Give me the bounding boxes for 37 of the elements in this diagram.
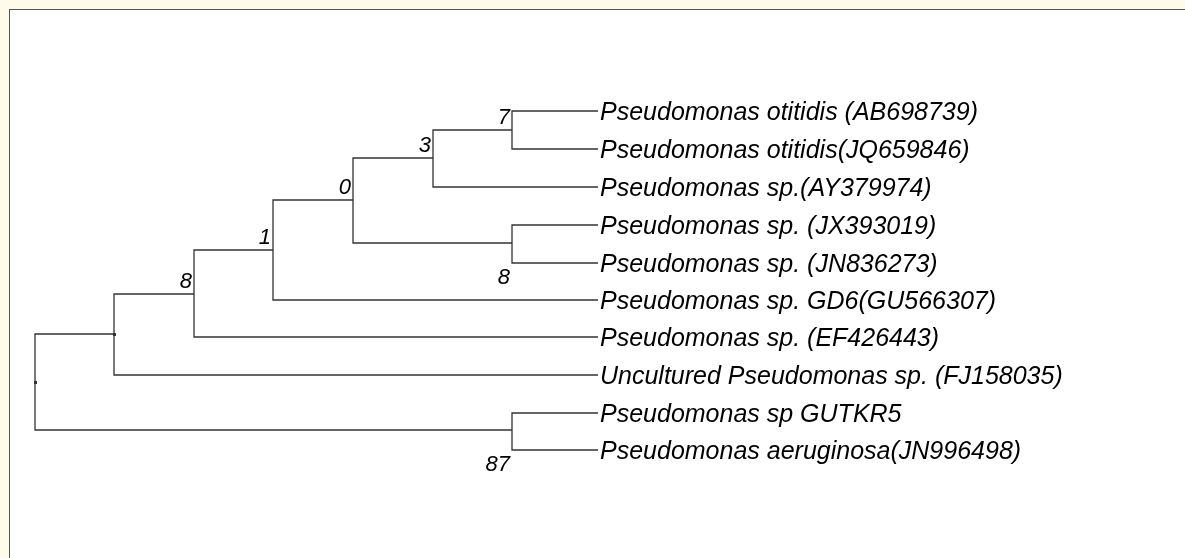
bootstrap-value: 7 bbox=[497, 105, 510, 129]
taxon-label: Pseudomonas sp.(AY379974) bbox=[600, 172, 932, 202]
tree-branch bbox=[511, 242, 599, 264]
taxon-label: Pseudomonas sp. (JN836273) bbox=[600, 248, 938, 278]
taxon-label: Pseudomonas otitidis (AB698739) bbox=[600, 96, 978, 126]
bootstrap-value: 0 bbox=[338, 175, 351, 199]
branch-point bbox=[113, 333, 116, 336]
tree-branch bbox=[272, 249, 599, 301]
bootstrap-value: 8 bbox=[179, 269, 192, 293]
tree-branch bbox=[113, 293, 195, 335]
tree-branch bbox=[193, 249, 274, 295]
taxon-label: Pseudomonas sp. (EF426443) bbox=[600, 322, 940, 352]
bootstrap-value: 1 bbox=[258, 225, 271, 249]
tree-branch bbox=[193, 293, 599, 338]
tree-branch bbox=[113, 333, 599, 376]
tree-branch bbox=[272, 199, 354, 251]
tree-branch bbox=[352, 199, 513, 244]
bootstrap-value: 3 bbox=[418, 133, 431, 157]
bootstrap-value: 87 bbox=[485, 452, 510, 476]
tree-branch bbox=[511, 129, 599, 150]
tree-branch bbox=[34, 381, 513, 431]
taxon-label: Pseudomonas sp. (JX393019) bbox=[600, 210, 937, 240]
taxon-label: Pseudomonas sp GUTKR5 bbox=[600, 398, 902, 428]
tree-branch bbox=[352, 157, 434, 201]
tree-branch bbox=[511, 110, 599, 131]
tree-branch bbox=[511, 429, 599, 451]
tree-branch bbox=[511, 224, 599, 244]
tree-branch bbox=[432, 157, 599, 188]
bootstrap-value: 8 bbox=[497, 265, 510, 289]
branch-point bbox=[34, 381, 37, 384]
tree-branch bbox=[432, 129, 513, 159]
taxon-label: Pseudomonas otitidis(JQ659846) bbox=[600, 134, 970, 164]
taxon-label: Uncultured Pseudomonas sp. (FJ158035) bbox=[600, 360, 1063, 390]
tree-branch bbox=[511, 412, 599, 431]
tree-branch bbox=[34, 333, 115, 383]
taxon-label: Pseudomonas aeruginosa(JN996498) bbox=[600, 435, 1022, 465]
taxon-label: Pseudomonas sp. GD6(GU566307) bbox=[600, 285, 997, 315]
